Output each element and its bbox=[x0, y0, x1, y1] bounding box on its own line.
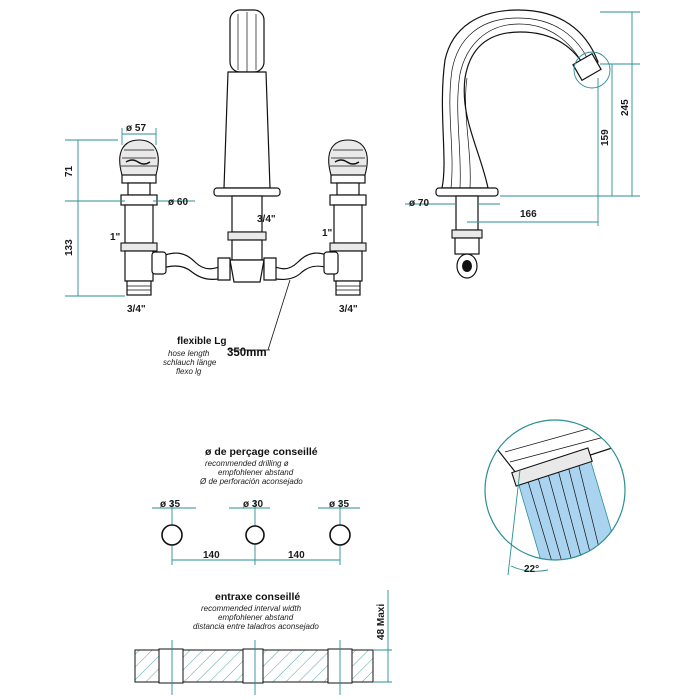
max-thickness-label: 48 Maxi bbox=[376, 604, 387, 640]
drilling-line-3: Ø de perforación aconsejado bbox=[199, 477, 303, 486]
handle-height-label: 71 bbox=[64, 165, 75, 177]
left-valve-body bbox=[120, 194, 158, 296]
handle-diameter-label: ø 57 bbox=[126, 123, 146, 134]
drilling-line-2: empfohlener abstand bbox=[218, 468, 294, 477]
front-view: ø 57 ø 60 71 133 1" 1" 3/4" 3/4" 3/4" fl… bbox=[64, 9, 368, 376]
drilling-title: ø de perçage conseillé bbox=[205, 446, 318, 458]
angle-label: 22° bbox=[524, 564, 539, 575]
thread-spout: 3/4" bbox=[257, 214, 276, 225]
left-handle bbox=[119, 139, 159, 196]
shank-diameter-label: ø 60 bbox=[168, 197, 188, 208]
side-shank-diameter: ø 70 bbox=[409, 198, 429, 209]
thread-bottom-right: 3/4" bbox=[339, 304, 358, 315]
side-view: ø 70 166 159 245 bbox=[405, 9, 640, 279]
right-handle bbox=[328, 139, 368, 196]
hose-line-2: schlauch länge bbox=[163, 358, 217, 367]
hose-callout: flexible Lg hose length schlauch länge f… bbox=[163, 279, 291, 376]
total-height-label: 245 bbox=[620, 99, 631, 116]
thread-top-right: 1" bbox=[322, 228, 333, 239]
hole-1-diameter: ø 35 bbox=[160, 499, 180, 510]
outlet-height-label: 159 bbox=[600, 129, 611, 146]
interval-section: entraxe conseillé recommended interval w… bbox=[134, 590, 392, 695]
hose-length-value: 350mm bbox=[227, 347, 267, 359]
hole-gap-2 bbox=[242, 648, 264, 684]
thread-bottom-left: 3/4" bbox=[127, 304, 146, 315]
right-valve-body bbox=[329, 194, 367, 296]
drilling-line-1: recommended drilling ø bbox=[205, 459, 289, 468]
hose-line-1: hose length bbox=[168, 349, 210, 358]
hose-title: flexible Lg bbox=[177, 336, 226, 347]
interval-line-2: empfohlener abstand bbox=[218, 613, 294, 622]
hose-connectors bbox=[151, 251, 339, 281]
drilling-section: ø de perçage conseillé recommended drill… bbox=[152, 446, 360, 565]
spacing-2: 140 bbox=[288, 550, 305, 561]
drill-hole-3 bbox=[329, 524, 351, 546]
spacing-1: 140 bbox=[203, 550, 220, 561]
body-height-label: 133 bbox=[64, 239, 75, 256]
side-dimensions: ø 70 166 159 245 bbox=[405, 11, 640, 226]
thread-top-left: 1" bbox=[110, 232, 121, 243]
hose-line-3: flexo lg bbox=[176, 367, 202, 376]
drill-hole-2 bbox=[245, 525, 265, 545]
hole-2-diameter: ø 30 bbox=[243, 499, 263, 510]
interval-line-1: recommended interval width bbox=[201, 604, 302, 613]
drill-hole-1 bbox=[161, 524, 183, 546]
interval-title: entraxe conseillé bbox=[215, 591, 300, 603]
hole-3-diameter: ø 35 bbox=[329, 499, 349, 510]
front-dimensions: ø 57 ø 60 71 133 1" 1" 3/4" 3/4" 3/4" bbox=[64, 123, 358, 315]
center-spout bbox=[213, 9, 281, 283]
interval-line-3: distancia entre taladros aconsejado bbox=[193, 622, 319, 631]
aerator-detail: 22° bbox=[484, 419, 626, 576]
reach-label: 166 bbox=[520, 209, 537, 220]
hole-gap-1 bbox=[158, 648, 184, 684]
countertop-section bbox=[134, 640, 374, 695]
